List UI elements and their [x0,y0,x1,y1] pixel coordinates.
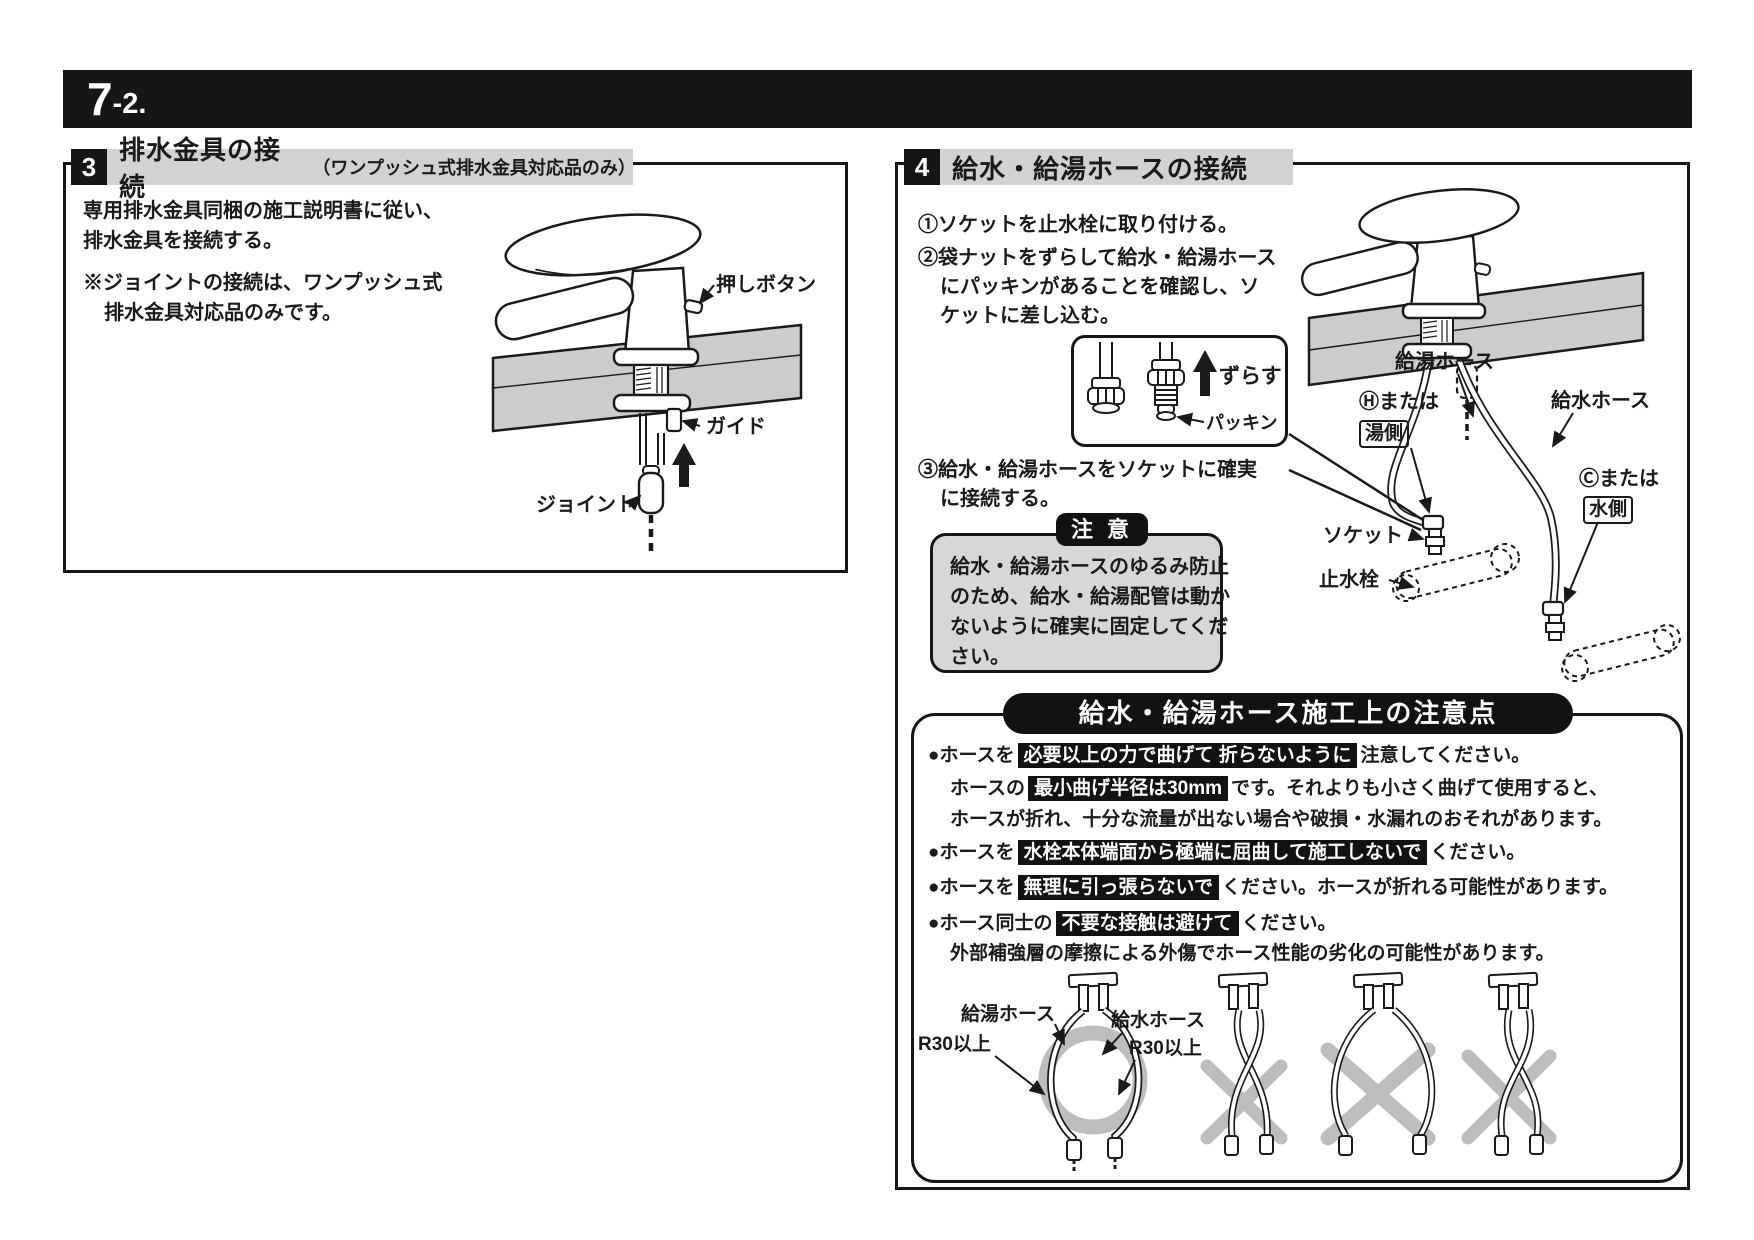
packing-inset-box: ずらす パッキン [1071,335,1288,447]
note-bullet2: ●ホースを水栓本体端面から極端に屈曲して施工しないでください。 [928,840,1526,865]
hose-routing-examples [994,971,1557,1172]
bullet1b-highlight: 最小曲げ半径は30mm [1028,776,1228,801]
note-bullet1-line3: ホースが折れ、十分な流量が出ない場合や破損・水漏れのおそれがあります。 [950,809,1613,830]
note-bullet4: ●ホース同士の不要な接触は避けてください。 [928,911,1337,936]
bullet4-highlight: 不要な接触は避けて [1055,911,1239,936]
bullet1-pre: ●ホースを [928,745,1015,766]
step-number-4: 4 [904,149,940,185]
panel3-title-band: 排水金具の接続 （ワンプッシュ式排水金具対応品のみ） [107,135,636,202]
label-guide: ガイド [706,416,766,438]
step1-text: ①ソケットを止水栓に取り付ける。 [918,214,1238,236]
label-stop-valve: 止水栓 [1319,569,1379,591]
caution-line2: のため、給水・給湯配管は動か [950,586,1230,608]
panel3-body-line1: 専用排水金具同梱の施工説明書に従い、 [83,200,443,222]
panel4-title-band: 給水・給湯ホースの接続 [940,149,1293,185]
bullet2-post: ください。 [1430,842,1526,863]
step3-line1: ③給水・給湯ホースをソケットに確実 [918,459,1257,481]
caution-line1: 給水・給湯ホースのゆるみ防止 [950,556,1229,578]
label-slide: ずらす [1219,365,1282,388]
caution-box: 給水・給湯ホースのゆるみ防止 のため、給水・給湯配管は動か ないように確実に固定… [930,533,1230,673]
caution-badge: 注 意 [1056,513,1148,546]
bullet1b-post: です。それよりも小さく曲げて使用すると、 [1231,778,1608,799]
step2-line3: ケットに差し込む。 [940,305,1120,327]
bullet1-post: 注意してください。 [1360,745,1531,766]
bullet1-highlight: 必要以上の力で曲げて 折らないように [1017,743,1358,768]
panel3-note-line2: 排水金具対応品のみです。 [104,302,342,324]
label-hot-side: 湯側 [1359,420,1410,448]
label-socket: ソケット [1323,525,1403,547]
bullet2-pre: ●ホースを [928,842,1015,863]
caution-line4: さい。 [950,646,1010,668]
bullet2-highlight: 水栓本体端面から極端に屈曲して施工しないで [1017,840,1428,865]
label-joint: ジョイント [536,494,636,516]
panel4-title: 給水・給湯ホースの接続 [952,153,1248,184]
note-bullet1: ●ホースを必要以上の力で曲げて 折らないように注意してください。 [928,743,1531,768]
fig-label-cold-hose: 給水ホース [1111,1010,1206,1031]
panel-supply-hoses: 4 給水・給湯ホースの接続 ①ソケットを止水栓に取り付ける。 ②袋ナットをずらし… [895,149,1690,1190]
label-h-or: Ⓗまたは [1359,391,1439,413]
bullet3-post: ください。ホースが折れる可能性があります。 [1221,877,1619,898]
section-number-suffix: -2. [112,87,147,120]
packing-inset-drawing [1087,342,1217,427]
step2-line1: ②袋ナットをずらして給水・給湯ホース [918,247,1277,269]
step2-line2: にパッキンがあることを確認し、ソ [940,276,1260,298]
bullet3-pre: ●ホースを [928,877,1015,898]
panel3-title: 排水金具の接続 [119,135,282,202]
fig-label-r30-left: R30以上 [918,1034,991,1055]
section-number: 7 [87,73,113,125]
label-packing: パッキン [1206,413,1278,433]
label-push-button: 押しボタン [716,274,816,296]
panel3-subtitle: （ワンプッシュ式排水金具対応品のみ） [312,158,636,178]
bullet3-highlight: 無理に引っ張らないで [1017,875,1219,900]
panel-drain-fitting: 3 排水金具の接続 （ワンプッシュ式排水金具対応品のみ） 専用排水金具同梱の施工… [63,135,848,573]
fig-label-r30-right: R30以上 [1129,1038,1202,1059]
label-cold-hose: 給水ホース [1551,390,1650,412]
step3-line2: に接続する。 [940,488,1060,510]
panel3-body-line2: 排水金具を接続する。 [83,230,283,252]
label-hot-hose: 給湯ホース [1395,351,1494,373]
bullet4-pre: ●ホース同士の [928,913,1053,934]
section-header-bar: 7 -2. [63,70,1692,128]
bullet1b-pre: ホースの [950,778,1026,799]
panel3-note-line1: ※ジョイントの接続は、ワンプッシュ式 [83,272,443,294]
note-bullet4-line2: 外部補強層の摩擦による外傷でホース性能の劣化の可能性があります。 [950,943,1555,964]
fig-label-hot-hose: 給湯ホース [961,1004,1056,1025]
label-c-or: Ⓒまたは [1579,468,1659,490]
drain-connection-diagram [491,213,803,551]
hose-connection-diagram [1288,188,1681,682]
note-bullet3: ●ホースを無理に引っ張らないでください。ホースが折れる可能性があります。 [928,875,1619,900]
step-number-3: 3 [71,149,107,185]
hose-notes-title: 給水・給湯ホース施工上の注意点 [1003,693,1573,734]
label-cold-side: 水側 [1583,496,1634,524]
caution-line3: ないように確実に固定してくだ [950,616,1229,638]
bullet4-post: ください。 [1241,913,1337,934]
